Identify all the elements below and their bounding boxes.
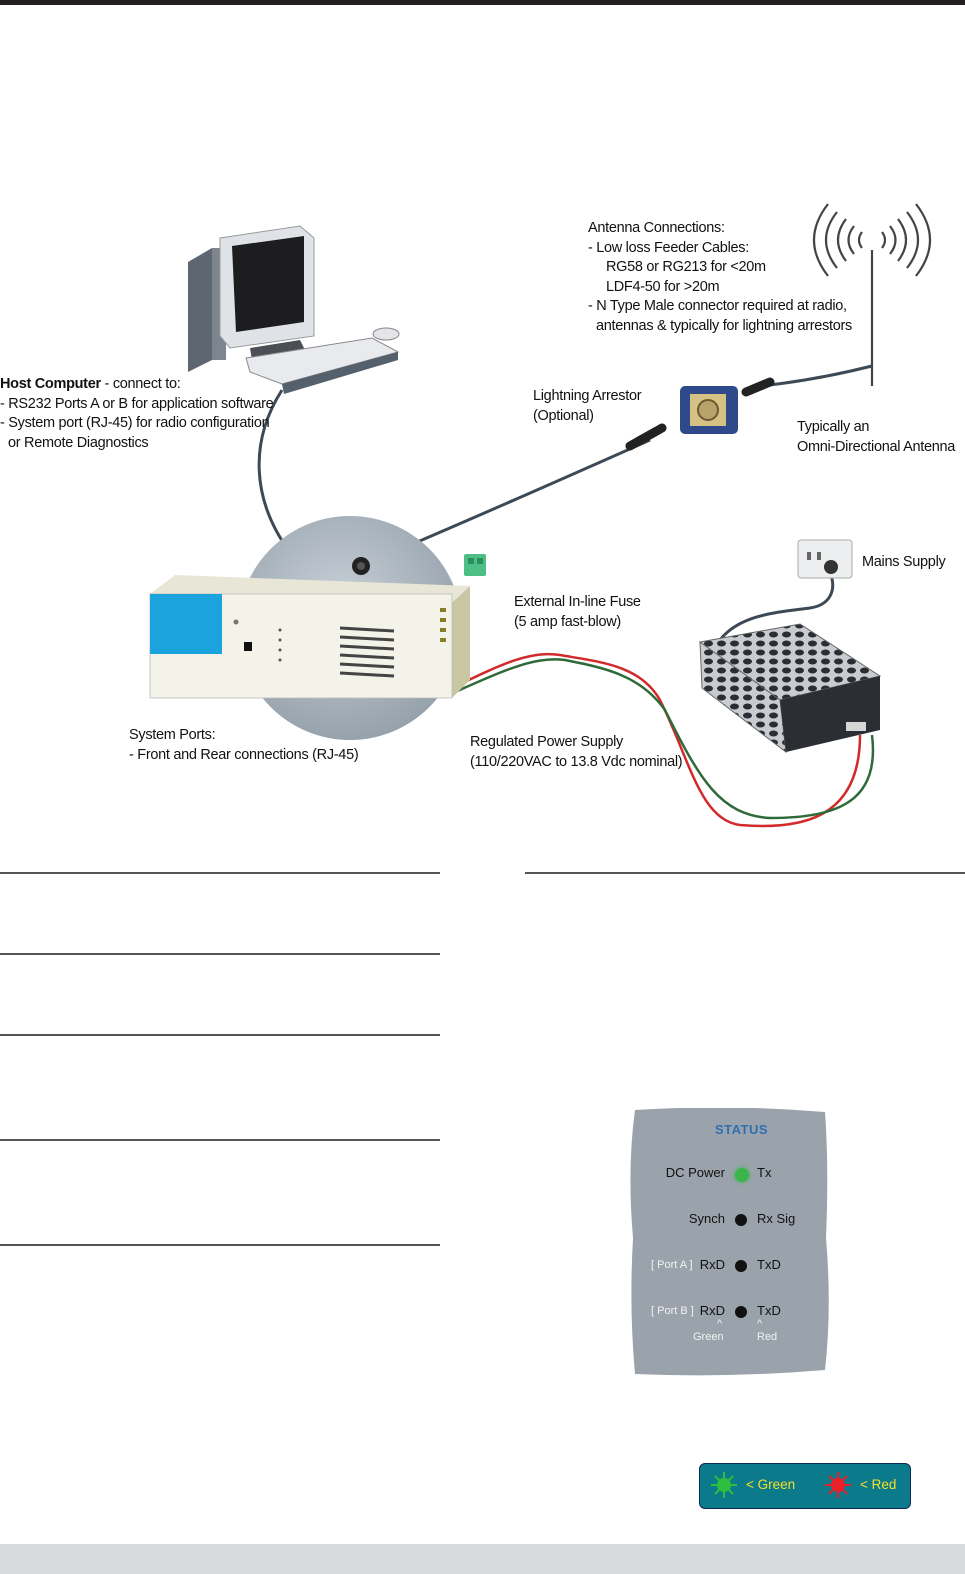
status-rx-sig-label: Rx Sig xyxy=(757,1211,796,1226)
host-line-1: - RS232 Ports A or B for application sof… xyxy=(0,395,274,412)
host-computer-icon xyxy=(188,225,400,394)
divider xyxy=(0,872,440,874)
connector-icon xyxy=(352,557,370,575)
status-port-b-txd: TxD xyxy=(757,1303,781,1318)
divider xyxy=(0,1244,440,1246)
led-synch xyxy=(735,1214,747,1226)
status-synch-label: Synch xyxy=(688,1211,725,1226)
antenna-line-4: LDF4-50 for >20m xyxy=(606,278,720,295)
omni-line-2: Omni-Directional Antenna xyxy=(797,438,956,455)
host-cable xyxy=(257,389,294,556)
red-column-label: Red xyxy=(757,1331,778,1343)
divider xyxy=(0,953,440,955)
power-supply-icon xyxy=(698,623,882,754)
host-computer-title-suffix: - connect to: xyxy=(100,376,181,392)
lightning-arrestor-icon xyxy=(625,377,775,451)
legend-red-label: < Red xyxy=(860,1477,897,1492)
mains-cable xyxy=(718,569,835,641)
antenna-line-3: RG58 or RG213 for <20m xyxy=(606,259,766,275)
red-led-icon xyxy=(825,1472,851,1498)
red-caret: ^ xyxy=(757,1318,763,1330)
system-ports-line-2: - Front and Rear connections (RJ-45) xyxy=(129,746,359,763)
omni-antenna-label: Typically an Omni-Directional Antenna xyxy=(797,418,955,457)
divider xyxy=(0,1139,440,1141)
antenna-connections-label: Antenna Connections: - Low loss Feeder C… xyxy=(588,219,852,336)
green-column-label: Green xyxy=(693,1331,724,1343)
fuse-line-1: External In-line Fuse xyxy=(514,594,641,610)
inline-fuse-label: External In-line Fuse (5 amp fast-blow) xyxy=(514,593,641,632)
status-port-a-txd: TxD xyxy=(757,1257,781,1272)
radio-unit xyxy=(149,575,470,699)
footer-band xyxy=(0,1544,965,1574)
antenna-line-5: - N Type Male connector required at radi… xyxy=(588,298,847,314)
led-dc-power xyxy=(735,1168,749,1182)
power-supply-line-2: (110/220VAC to 13.8 Vdc nominal) xyxy=(470,753,683,770)
terminal-block-icon xyxy=(464,554,486,576)
status-port-b-rxd: RxD xyxy=(699,1303,725,1318)
green-led-icon xyxy=(711,1472,737,1498)
fuse-line-2: (5 amp fast-blow) xyxy=(514,613,621,630)
led-port-a xyxy=(735,1260,747,1272)
divider xyxy=(0,1034,440,1036)
status-dc-power-label: DC Power xyxy=(665,1165,725,1180)
lightning-line-2: (Optional) xyxy=(533,407,594,424)
power-supply-line-1: Regulated Power Supply xyxy=(470,734,623,750)
status-port-a-rxd: RxD xyxy=(699,1257,725,1272)
antenna-line-2: - Low loss Feeder Cables: xyxy=(588,239,749,256)
status-title: STATUS xyxy=(715,1122,769,1137)
status-tx-label: Tx xyxy=(757,1165,772,1180)
host-line-2: - System port (RJ-45) for radio configur… xyxy=(0,415,270,431)
system-ports-label: System Ports: - Front and Rear connectio… xyxy=(129,726,359,765)
host-computer-label: Host Computer - connect to: - RS232 Port… xyxy=(0,375,274,453)
antenna-icon xyxy=(812,203,932,386)
power-wires xyxy=(451,652,875,828)
antenna-line-1: Antenna Connections: xyxy=(588,220,725,236)
host-computer-title: Host Computer xyxy=(0,376,101,392)
antenna-line-6: antennas & typically for lightning arres… xyxy=(596,317,852,334)
power-supply-label: Regulated Power Supply (110/220VAC to 13… xyxy=(470,733,683,772)
lightning-line-1: Lightning Arrestor xyxy=(533,388,642,404)
top-rule xyxy=(0,0,965,5)
status-panel xyxy=(630,1108,829,1376)
status-port-b: [ Port B ] xyxy=(651,1305,694,1317)
divider xyxy=(525,872,965,874)
led-port-b xyxy=(735,1306,747,1318)
status-port-a: [ Port A ] xyxy=(651,1259,693,1271)
host-line-3: or Remote Diagnostics xyxy=(8,434,149,451)
green-caret: ^ xyxy=(717,1318,723,1330)
mains-socket-icon xyxy=(797,539,853,579)
omni-line-1: Typically an xyxy=(797,419,870,435)
system-ports-line-1: System Ports: xyxy=(129,727,216,743)
mains-supply-label: Mains Supply xyxy=(862,554,946,570)
legend-green-label: < Green xyxy=(746,1477,796,1492)
lightning-arrestor-label: Lightning Arrestor (Optional) xyxy=(533,387,642,426)
